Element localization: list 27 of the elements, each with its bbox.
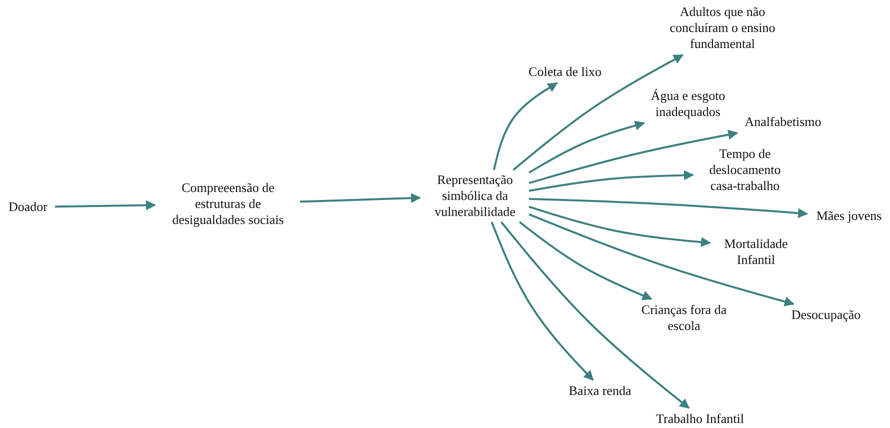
node-label: Coleta de lixo — [528, 64, 602, 80]
node-label: Compreeensão de estruturas de desigualdades sociais — [171, 180, 285, 228]
arrow — [518, 221, 652, 300]
node-label: Tempo de deslocamento casa-trabalho — [708, 146, 782, 194]
node-label: Trabalho Infantil — [655, 411, 745, 427]
node-label: Desocupação — [790, 307, 862, 323]
arrow — [528, 213, 795, 306]
arrow — [528, 198, 808, 218]
node-label: Mães jovens — [815, 208, 883, 224]
arrow — [528, 120, 645, 174]
arrow — [512, 54, 684, 171]
arrow — [54, 200, 156, 210]
arrow — [528, 206, 711, 248]
node-label: Doador — [8, 199, 48, 215]
node-label: Baixa renda — [568, 383, 632, 399]
arrow — [492, 82, 558, 170]
node-label: Água e esgoto inadequados — [650, 88, 726, 120]
arrow — [528, 130, 738, 184]
arrow — [528, 170, 694, 192]
node-label: Analfabetismo — [744, 114, 822, 130]
arrow — [300, 193, 421, 204]
node-label: Crianças fora da escola — [640, 302, 728, 334]
node-label: Representação simbólica da vulnerabilidade — [434, 172, 516, 220]
node-label: Mortalidade Infantil — [723, 236, 789, 268]
arrow — [490, 222, 594, 381]
node-label: Adultos que não concluíram o ensino fundamental — [668, 4, 776, 52]
arrow — [500, 221, 690, 409]
